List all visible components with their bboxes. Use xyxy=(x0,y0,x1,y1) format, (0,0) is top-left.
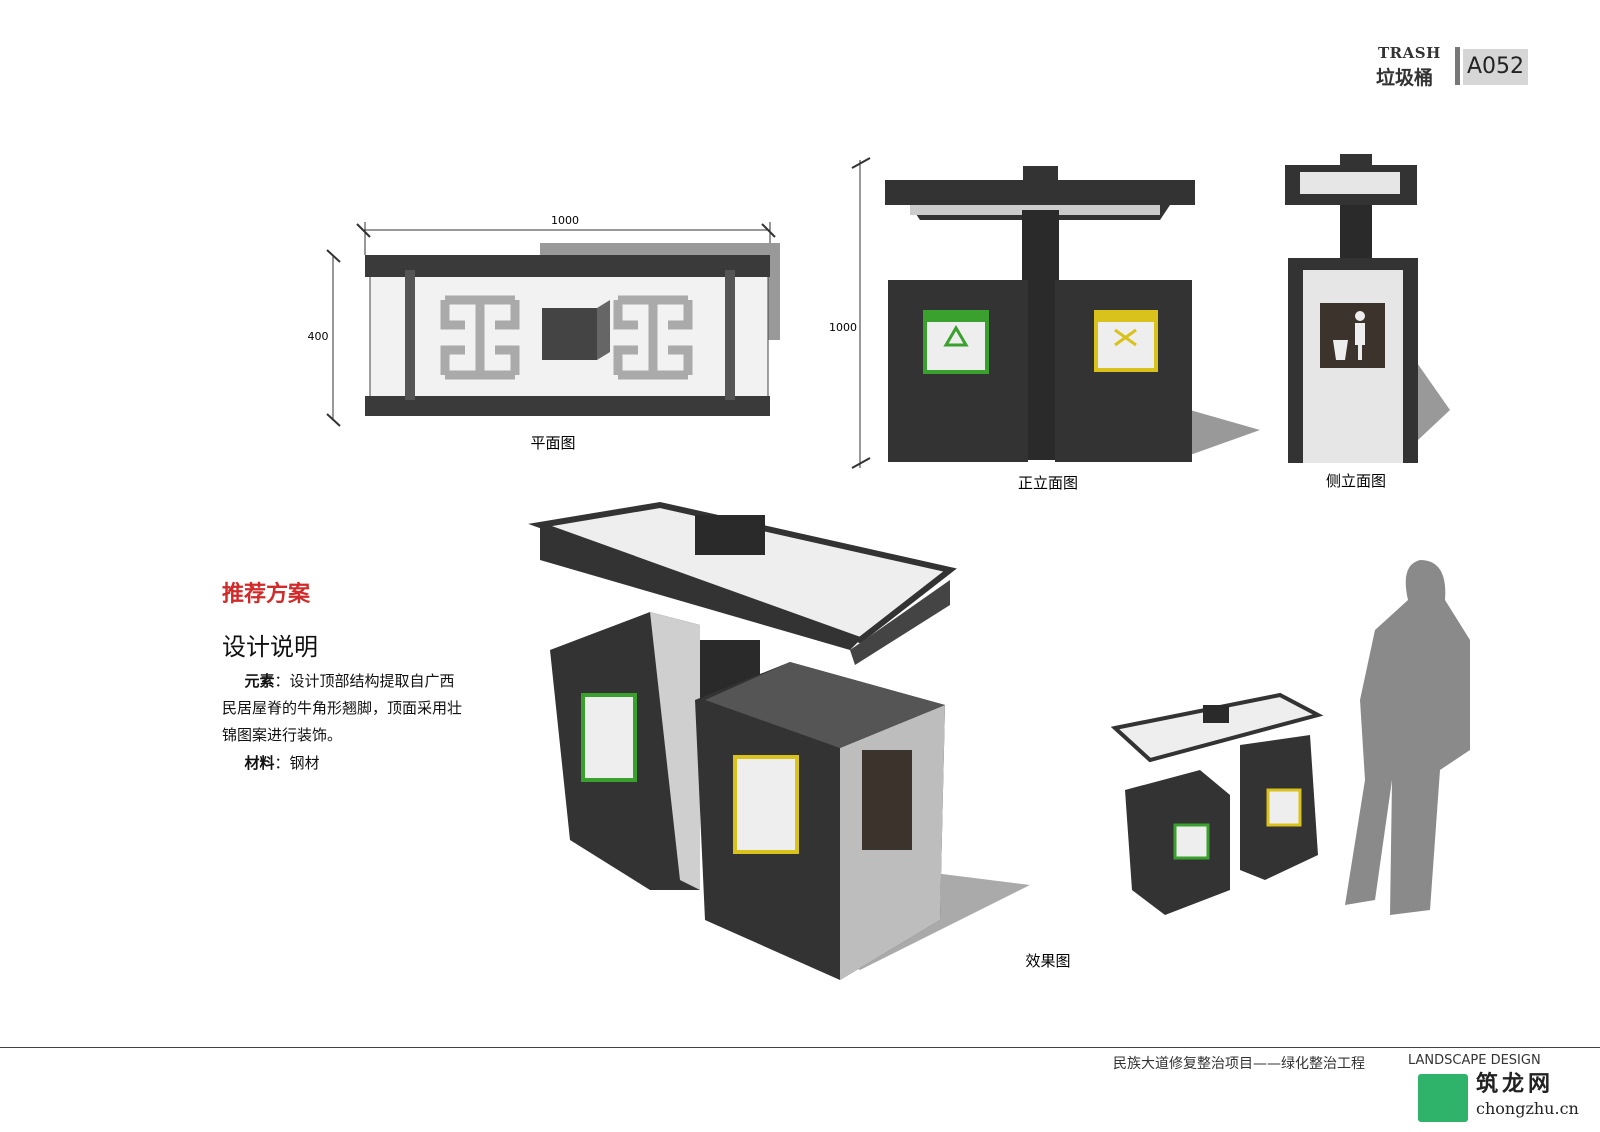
sheet-code: A052 xyxy=(1463,49,1528,85)
material-label: 材料 xyxy=(244,754,275,772)
front-dim-height: 1000 xyxy=(829,321,857,334)
trash-sign-icon xyxy=(1320,303,1385,368)
header-divider xyxy=(1455,47,1460,85)
watermark-logo-icon xyxy=(1418,1074,1468,1122)
footer-project: 民族大道修复整治项目——绿化整治工程 xyxy=(1113,1056,1365,1072)
side-elevation: 侧立面图 xyxy=(1285,154,1450,490)
plan-dim-width: 1000 xyxy=(551,214,579,227)
header-title-en: TRASH xyxy=(1378,44,1441,62)
element-paragraph: 元素：设计顶部结构提取自广西民居屋脊的牛角形翘脚，顶面采用壮锦图案进行装饰。 xyxy=(222,668,462,749)
plan-view: 1000 400 平面图 xyxy=(308,214,780,452)
element-label: 元素 xyxy=(244,672,275,690)
design-description-title: 设计说明 xyxy=(222,633,318,661)
element-text: ：设计顶部结构提取自广西民居屋脊的牛角形翘脚，顶面采用壮锦图案进行装饰。 xyxy=(222,672,463,744)
watermark-name: 筑龙网 xyxy=(1476,1071,1555,1097)
recommendation-heading: 推荐方案 xyxy=(222,581,311,607)
perspective-main: 效果图 xyxy=(528,501,1071,980)
front-label: 正立面图 xyxy=(1018,474,1078,492)
footer-divider xyxy=(0,1047,1600,1048)
perspective-label: 效果图 xyxy=(1025,952,1070,970)
plan-label: 平面图 xyxy=(530,434,575,452)
front-elevation: 1000 正立面图 xyxy=(829,157,1260,492)
header-title-cn: 垃圾桶 xyxy=(1376,67,1434,89)
watermark-url: chongzhu.cn xyxy=(1476,1099,1579,1118)
material-paragraph: 材料：钢材 xyxy=(222,750,462,777)
side-label: 侧立面图 xyxy=(1326,472,1386,490)
material-text: ：钢材 xyxy=(274,754,320,772)
perspective-scale xyxy=(1110,560,1470,915)
footer-design: LANDSCAPE DESIGN xyxy=(1408,1053,1541,1068)
human-silhouette xyxy=(1345,560,1470,915)
plan-dim-depth: 400 xyxy=(308,330,329,343)
